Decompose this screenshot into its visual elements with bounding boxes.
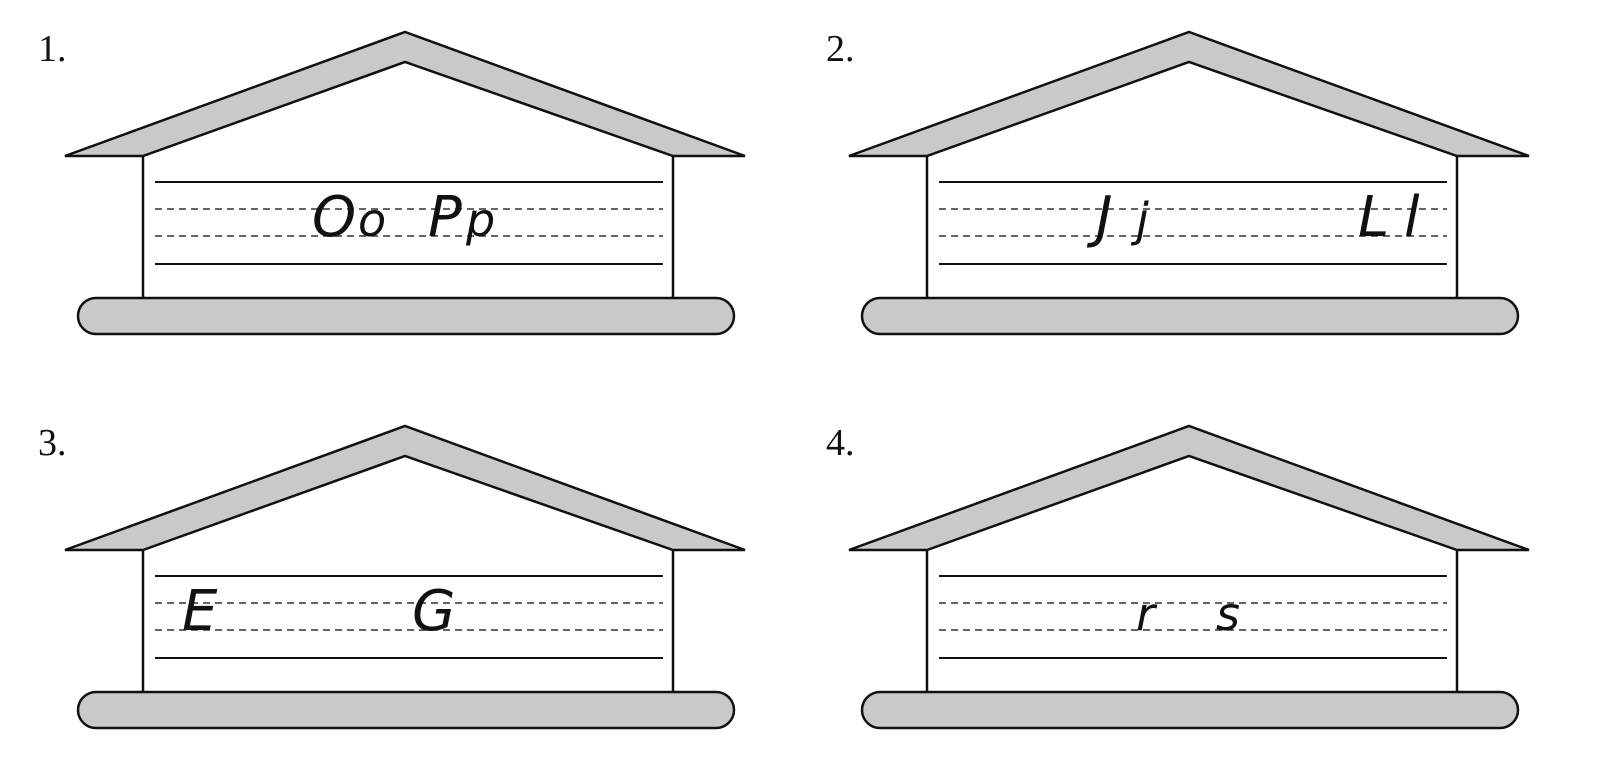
house-drawing: J j L l [784,18,1564,378]
house-3: 3. E G [0,412,780,782]
roof [849,426,1529,550]
house-4: 4. r s [784,412,1564,782]
letter-P-upper: P [428,185,462,250]
roof [65,32,745,156]
letter-E-upper: E [182,579,218,644]
letter-j-lower: j [1130,193,1149,247]
letter-r-lower: r [1136,587,1158,641]
house-drawing: r s [784,412,1564,772]
letter-L-upper: L [1358,185,1389,250]
letter-O-upper: O [312,185,356,250]
house-drawing: O o P p [0,18,780,378]
base [78,692,734,728]
letter-s-lower: s [1216,587,1240,641]
house-2: 2. J j L l [784,18,1564,388]
roof [849,32,1529,156]
house-1: 1. O o P p [0,18,780,388]
base [862,692,1518,728]
letter-p-lower: p [465,193,495,247]
letter-o-lower: o [358,193,386,247]
letter-l-lower: l [1404,185,1420,250]
roof [65,426,745,550]
letter-J-upper: J [1086,185,1113,250]
base [862,298,1518,334]
letter-G-upper: G [412,579,455,644]
base [78,298,734,334]
house-drawing: E G [0,412,780,772]
